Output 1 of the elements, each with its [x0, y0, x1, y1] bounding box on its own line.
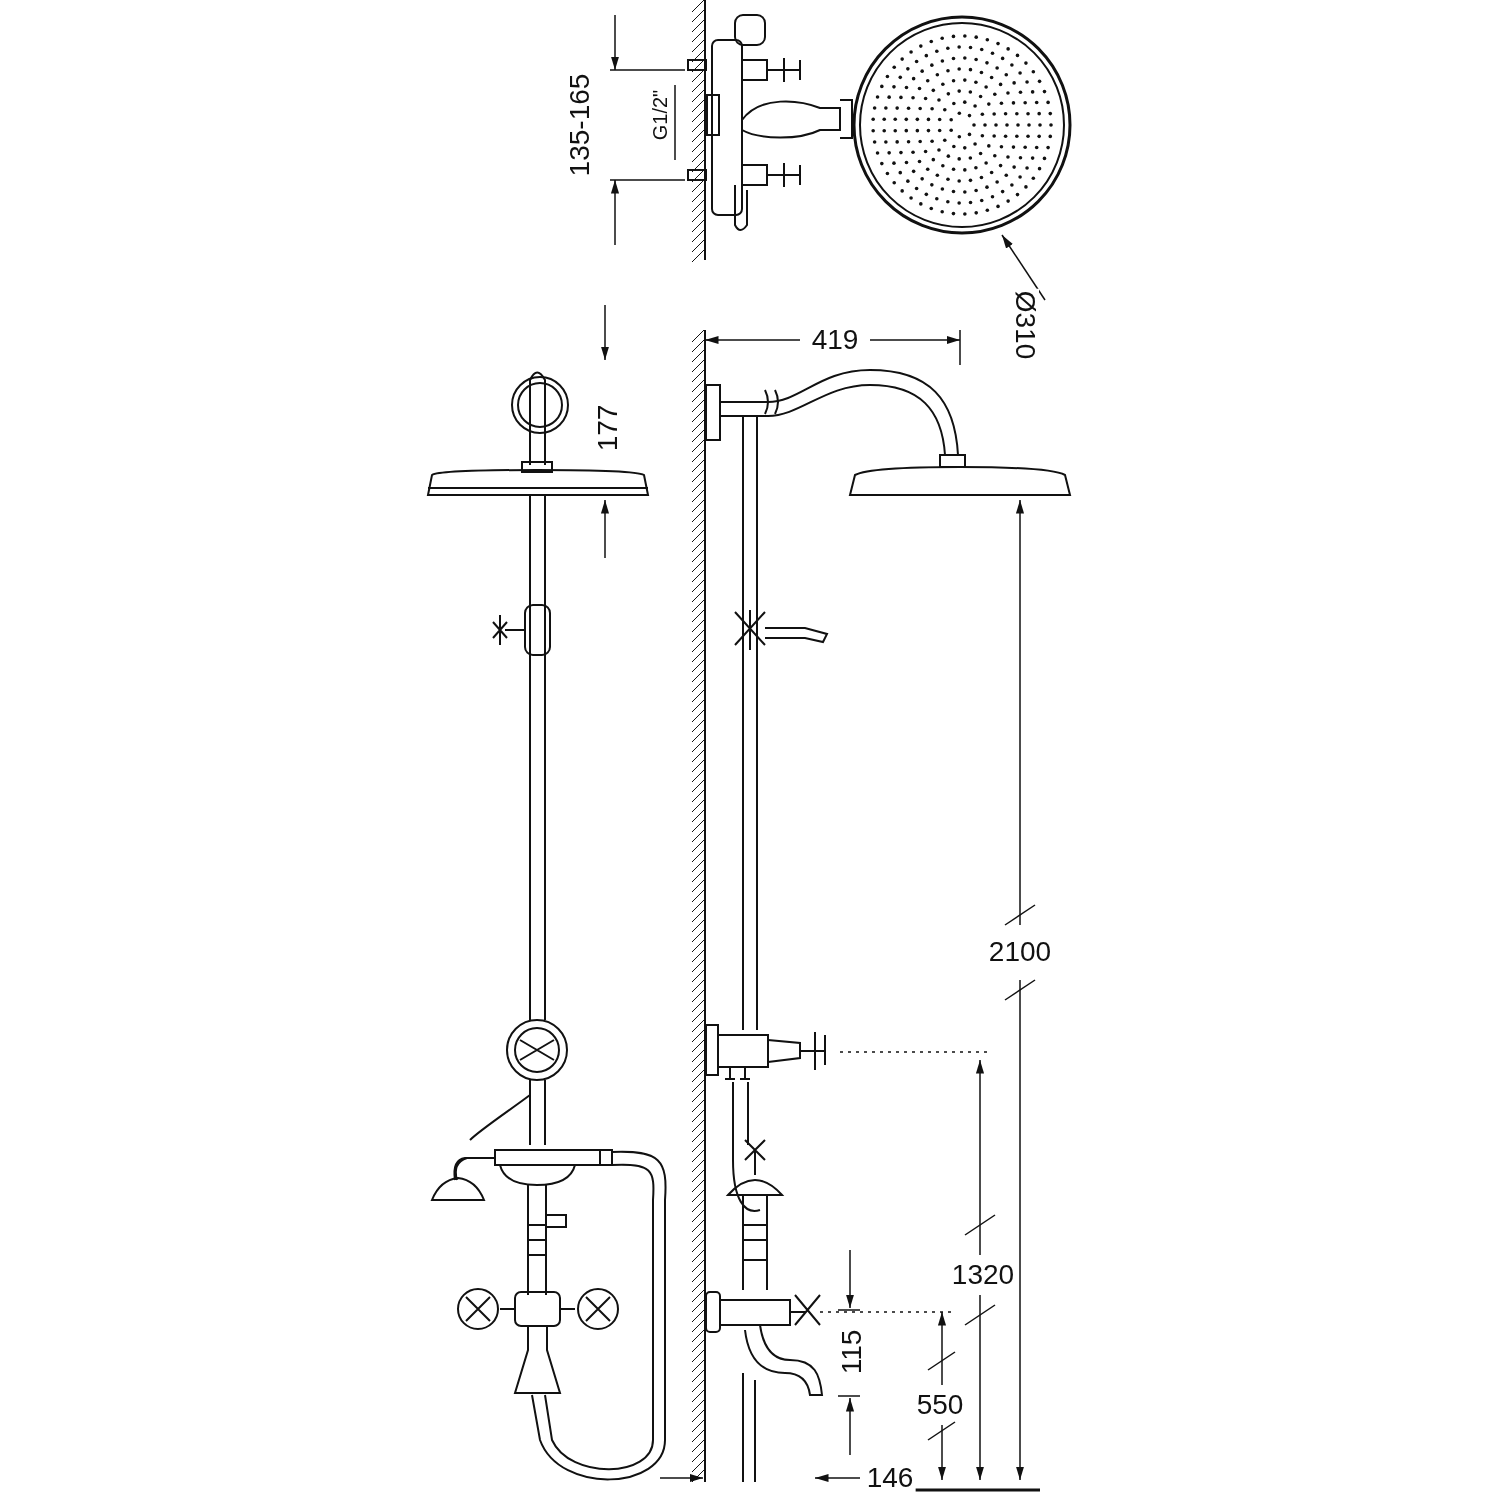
dimension-label: G1/2": [650, 87, 670, 143]
